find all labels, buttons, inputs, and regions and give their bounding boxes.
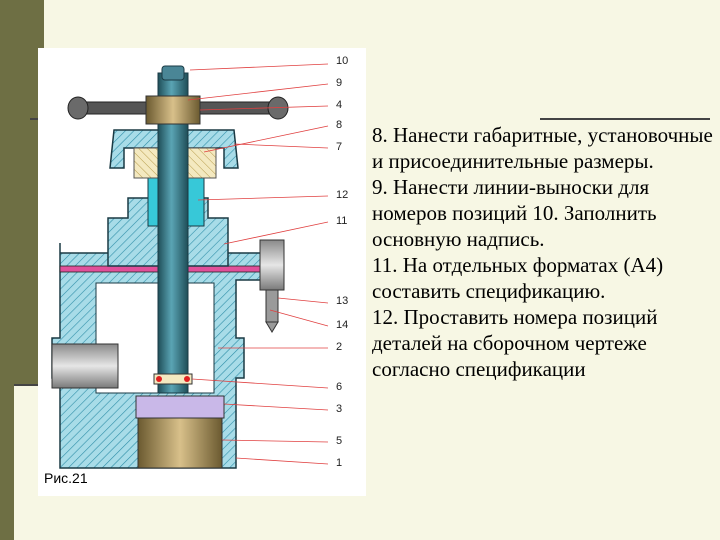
callout-6: 6 — [336, 381, 343, 393]
accent-bar — [0, 0, 44, 385]
divider-line-lower — [14, 384, 44, 386]
callout-5: 5 — [336, 435, 343, 447]
callout-7: 7 — [336, 141, 343, 153]
leader-lines — [187, 63, 329, 465]
callout-14: 14 — [336, 319, 349, 331]
figure-panel: Рис.21 10 9 4 8 7 12 11 13 14 2 6 3 5 1 — [38, 48, 366, 496]
instruction-item: 9. Нанести линии-выноски для номеров поз… — [372, 175, 657, 251]
instruction-item: 8. Нанести габаритные, установочные и пр… — [372, 123, 713, 173]
callout-3: 3 — [336, 403, 343, 415]
callout-1: 1 — [336, 457, 343, 469]
accent-bar-lower — [0, 385, 14, 540]
callout-8: 8 — [336, 119, 343, 131]
callout-2: 2 — [336, 341, 343, 353]
instruction-item: 11. На отдельных форматах (А4) составить… — [372, 253, 664, 303]
callout-10: 10 — [336, 55, 349, 67]
callout-12: 12 — [336, 189, 349, 201]
handwheel — [67, 95, 289, 125]
instructions-text: 8. Нанести габаритные, установочные и пр… — [372, 122, 718, 382]
valve-assembly-drawing — [51, 63, 329, 469]
spindle-nut — [161, 65, 185, 81]
seal-ring — [153, 373, 193, 385]
callout-9: 9 — [336, 77, 343, 89]
divider-line-right — [540, 118, 710, 120]
spindle — [157, 72, 189, 394]
bolt — [259, 239, 285, 333]
callout-13: 13 — [336, 295, 349, 307]
callout-4: 4 — [336, 99, 343, 111]
callout-11: 11 — [336, 215, 348, 227]
instruction-item: 12. Проставить номера позиций деталей на… — [372, 305, 658, 381]
figure-caption: Рис.21 — [44, 470, 88, 486]
